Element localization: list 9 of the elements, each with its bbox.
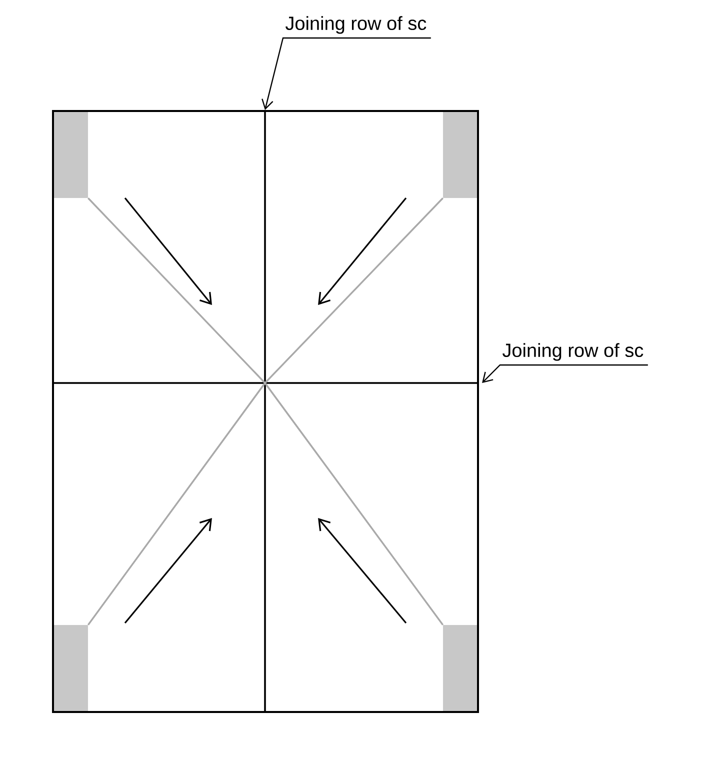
leader-line: [482, 364, 648, 383]
diagonal-lines: [88, 198, 444, 626]
leader-line: [262, 37, 431, 110]
label: Joining row of sc: [502, 343, 644, 361]
corner-block: [53, 111, 88, 198]
label: Joining row of sc: [286, 16, 426, 34]
corner-block: [443, 625, 478, 712]
corner-block: [443, 111, 478, 198]
corner-block: [53, 625, 88, 712]
